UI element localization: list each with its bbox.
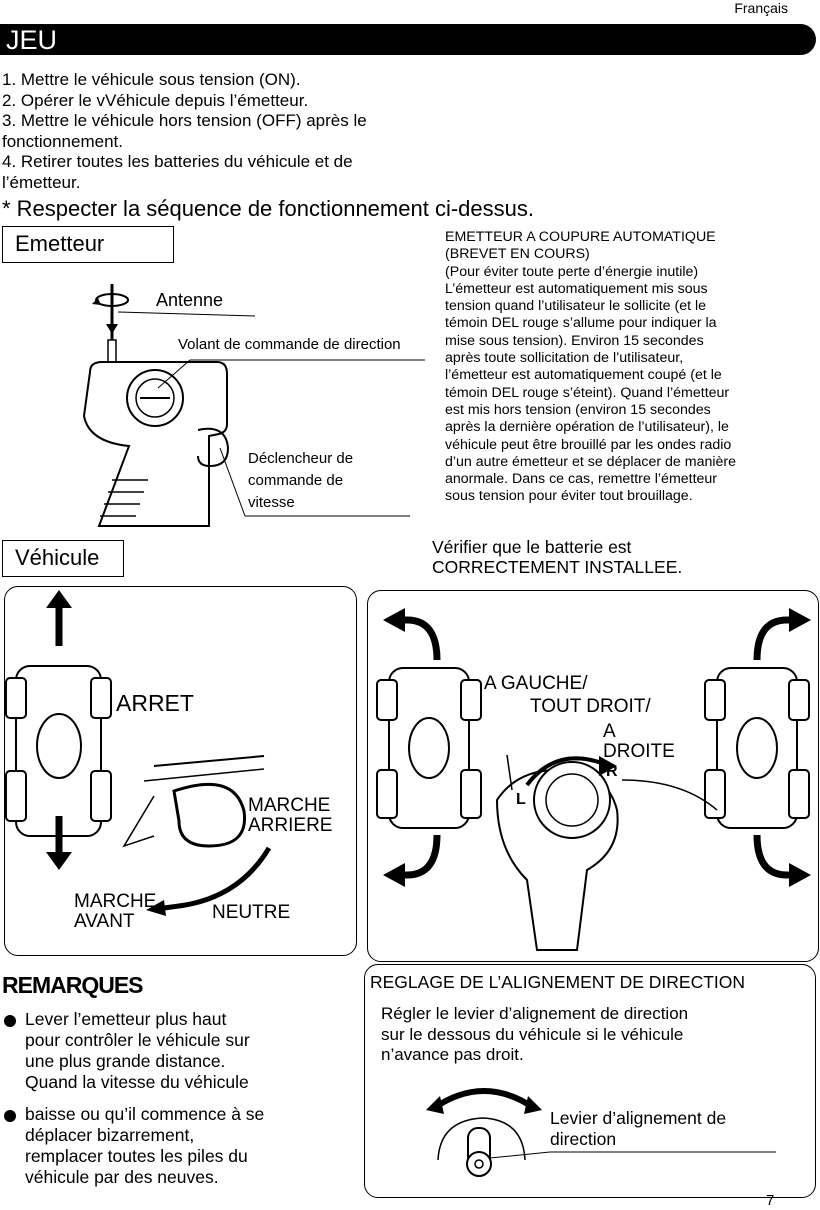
language-label: Français — [734, 0, 788, 16]
page-number: 7 — [766, 1192, 775, 1209]
steering-illustration — [376, 608, 811, 951]
dial-left-letter: L — [516, 791, 526, 808]
alignment-lever-label: Levier d’alignement de direction — [550, 1108, 727, 1149]
operation-steps: 1. Mettre le véhicule sous tension (ON).… — [2, 70, 462, 193]
remark-item: baisse ou qu’il commence à se déplacer b… — [4, 1104, 334, 1188]
antenna-label: Antenne — [156, 290, 224, 310]
turn-right-label: A DROITE — [603, 721, 675, 762]
section-banner: JEU — [0, 24, 816, 55]
emitter-label: Emetteur — [2, 226, 174, 263]
step-item: 2. Opérer le vVéhicule depuis l’émetteur… — [2, 90, 309, 110]
reverse-label: MARCHE ARRIERE — [248, 795, 333, 836]
auto-shutoff-title: EMETTEUR A COUPURE AUTOMATIQUE (BREVET E… — [445, 229, 716, 263]
neutral-label: NEUTRE — [212, 902, 291, 923]
vehicle-label: Véhicule — [2, 540, 124, 577]
section-title: JEU — [6, 25, 58, 55]
throttle-illustration — [5, 590, 272, 916]
dial-right-letter: R — [606, 763, 618, 780]
transmitter-illustration — [82, 284, 425, 527]
turn-left-label: A GAUCHE/ — [484, 673, 588, 694]
steering-panel — [367, 590, 819, 962]
forward-label: MARCHE AVANT — [74, 891, 157, 932]
throttle-panel — [4, 586, 357, 956]
bullet-icon — [4, 1015, 16, 1027]
alignment-lever-illustration — [426, 1088, 776, 1177]
stop-label: ARRET — [116, 690, 194, 716]
auto-shutoff-body: (Pour éviter toute perte d’énergie inuti… — [445, 263, 737, 505]
alignment-panel — [364, 964, 816, 1198]
step-item: 4. Retirer toutes les batteries du véhic… — [2, 152, 353, 192]
auto-shutoff-info: EMETTEUR A COUPURE AUTOMATIQUE (BREVET E… — [445, 229, 805, 506]
step-item: 1. Mettre le véhicule sous tension (ON). — [2, 70, 301, 89]
battery-check-note: Vérifier que le batterie est CORRECTEMEN… — [432, 537, 683, 577]
sequence-note: * Respecter la séquence de fonctionnemen… — [2, 196, 534, 221]
bullet-icon — [4, 1110, 16, 1122]
alignment-title: REGLAGE DE L’ALIGNEMENT DE DIRECTION — [370, 972, 746, 992]
remarks-title: REMARQUES — [2, 972, 144, 998]
alignment-body: Régler le levier d’alignement de directi… — [381, 1004, 689, 1064]
remark-item: Lever l’emetteur plus haut pour contrôle… — [4, 1009, 334, 1093]
trigger-label: Déclencheur de commande de vitesse — [248, 450, 354, 511]
steering-wheel-label: Volant de commande de direction — [178, 336, 401, 353]
straight-label: TOUT DROIT/ — [530, 696, 651, 717]
step-item: 3. Mettre le véhicule hors tension (OFF)… — [2, 111, 367, 151]
